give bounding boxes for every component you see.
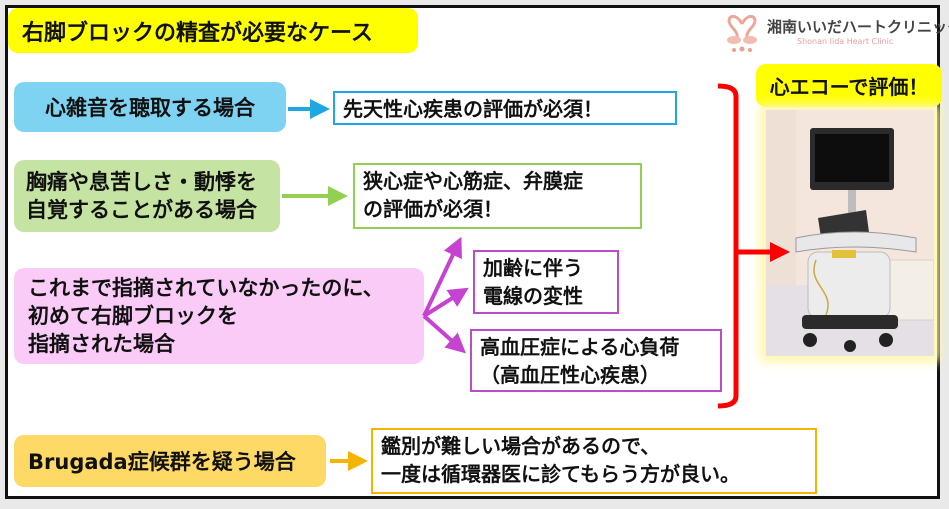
echo-label: 心エコーで評価！ [756, 64, 942, 107]
case-brugada: Brugada症候群を疑う場合 [14, 435, 326, 487]
clinic-name-ja: 湘南いいだハートクリニック [767, 18, 949, 36]
result-line: 加齢に伴う [483, 256, 583, 280]
result-line: 電線の変性 [483, 284, 583, 308]
result-aging: 加齢に伴う 電線の変性 [473, 250, 619, 314]
result-line: 先天性心疾患の評価が必須！ [343, 97, 603, 121]
result-line: （高血圧性心疾患） [480, 363, 660, 387]
result-hypertension: 高血圧症による心負荷 （高血圧性心疾患） [470, 329, 722, 392]
page-title: 右脚ブロックの精査が必要なケース [8, 8, 418, 53]
case-line: 初めて右脚ブロックを [28, 304, 238, 328]
flamingo-heart-logo-icon [727, 15, 757, 52]
result-line: 鑑別が難しい場合があるので、 [381, 434, 661, 458]
case-label: Brugada症候群を疑う場合 [28, 450, 296, 474]
case-line: これまで指摘されていなかったのに、 [28, 276, 384, 300]
result-line: 高血圧症による心負荷 [480, 335, 680, 359]
arrow-case3-aging [422, 287, 469, 318]
echo-bracket [717, 83, 739, 409]
ultrasound-machine-photo [766, 110, 935, 356]
case-line: 自覚することがある場合 [26, 198, 257, 222]
case-line: 指摘された場合 [28, 332, 175, 356]
arrow-case3-hypertension [422, 314, 466, 354]
case-new-rbbb: これまで指摘されていなかったのに、 初めて右脚ブロックを 指摘された場合 [14, 268, 424, 364]
arrow-case3-up [422, 236, 462, 317]
case-chest-pain: 胸痛や息苦しさ・動悸を 自覚することがある場合 [14, 160, 280, 232]
result-brugada: 鑑別が難しい場合があるので、 一度は循環器医に診てもらう方が良い。 [371, 428, 817, 494]
ultrasound-machine-illustration [766, 110, 935, 356]
result-line: 狭心症や心筋症、弁膜症 [363, 169, 583, 193]
result-line: の評価が必須！ [363, 197, 503, 221]
clinic-logo: 湘南いいだハートクリニック Shonan Iida Heart Clinic [722, 10, 949, 56]
clinic-name-en: Shonan Iida Heart Clinic [797, 37, 894, 46]
case-label: 心雑音を聴取する場合 [45, 96, 255, 120]
case-heart-murmur: 心雑音を聴取する場合 [14, 82, 286, 132]
result-angina: 狭心症や心筋症、弁膜症 の評価が必須！ [353, 163, 642, 229]
result-line: 一度は循環器医に診てもらう方が良い。 [381, 462, 740, 486]
result-congenital: 先天性心疾患の評価が必須！ [333, 91, 677, 125]
case-line: 胸痛や息苦しさ・動悸を [26, 170, 257, 194]
